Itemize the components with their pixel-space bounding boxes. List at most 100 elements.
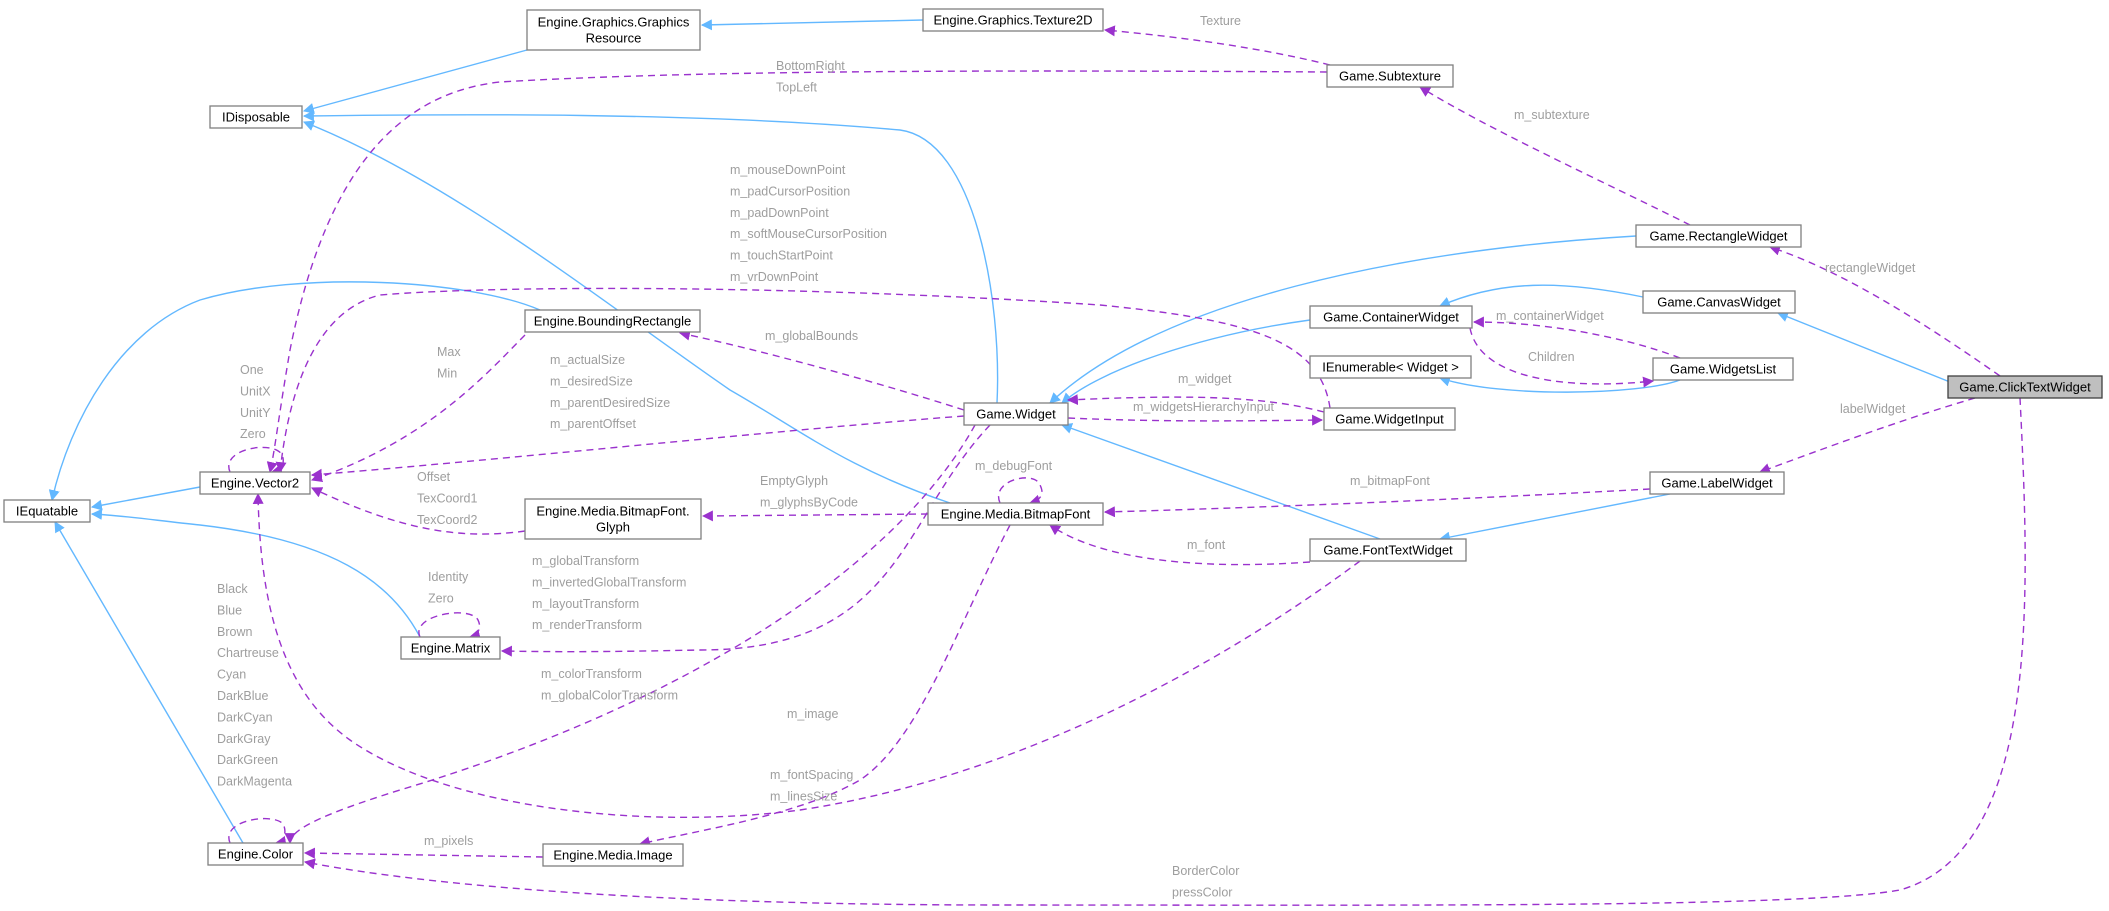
class-node-label: Game.Subtexture [1339,69,1441,84]
class-node-iequatable[interactable]: IEquatable [3,499,91,523]
class-node-color[interactable]: Engine.Color [207,842,304,866]
edge-click-text-widget-to-canvas-widget [1776,311,1951,383]
class-node-texture2d[interactable]: Engine.Graphics.Texture2D [922,8,1104,32]
class-node-idisposable[interactable]: IDisposable [209,105,303,129]
class-node-label: IDisposable [222,110,290,125]
edge-label-widget-to-bitmap-font [1103,488,1651,518]
edge-font-text-widget-to-widget [1060,423,1381,540]
class-node-matrix[interactable]: Engine.Matrix [400,636,501,660]
edge-bounding-rectangle-to-vector2 [310,334,526,483]
edge-texture2d-to-graphics-resource [700,19,924,31]
class-node-label: Game.CanvasWidget [1657,295,1781,310]
edge-widget-to-widget-input [1067,414,1324,426]
edge-subtexture-to-texture2d [1103,25,1331,66]
edge-label-m-widgets-hierarchy-input: m_widgetsHierarchyInput [1133,400,1275,414]
class-node-label: Game.FontTextWidget [1323,543,1453,558]
edge-glyph-to-vector2 [311,487,526,535]
edge-image-to-color [303,847,544,859]
class-node-widget[interactable]: Game.Widget [963,402,1069,426]
edge-label-m-image: m_image [787,707,838,721]
class-node-rectangle-widget[interactable]: Game.RectangleWidget [1635,224,1802,248]
class-node-font-text-widget[interactable]: Game.FontTextWidget [1309,538,1467,562]
class-node-bounding-rectangle[interactable]: Engine.BoundingRectangle [524,309,701,333]
edge-bitmap-font-to-glyph [701,510,929,522]
edge-label-m-debug-font: m_debugFont [975,459,1053,473]
edge-widget-to-color [284,424,976,845]
edge-label-m-subtexture: m_subtexture [1514,108,1590,122]
edge-widget-to-vector2 [310,415,965,480]
class-node-subtexture[interactable]: Game.Subtexture [1326,64,1454,88]
edge-widgets-list-to-ienumerable [1438,375,1681,393]
class-node-glyph[interactable]: Engine.Media.BitmapFont.Glyph [524,498,702,540]
edge-label-children: Children [1528,350,1575,364]
edge-canvas-widget-to-container-widget [1438,284,1644,308]
class-node-ienumerable[interactable]: IEnumerable< Widget > [1309,355,1472,379]
edge-label-widget-to-font-text-widget [1438,493,1671,543]
edge-widget-to-bounding-rectangle [678,329,965,411]
edge-container-widget-to-widgets-list [1469,327,1655,388]
edge-bitmap-font-to-bitmap-font [997,477,1043,506]
class-node-label: Engine.Matrix [411,641,491,656]
class-node-label: Game.RectangleWidget [1649,229,1787,244]
class-node-label: Engine.Graphics.Texture2D [934,13,1093,28]
class-node-container-widget[interactable]: Game.ContainerWidget [1309,305,1473,329]
class-node-label: Engine.Media.BitmapFont.Glyph [536,504,689,535]
edge-graphics-resource-to-idisposable [302,49,528,114]
edge-label-m-bitmap-font: m_bitmapFont [1350,474,1430,488]
class-node-widget-input[interactable]: Game.WidgetInput [1323,407,1456,431]
edge-matrix-to-matrix [418,612,481,640]
edge-label-texture: Texture [1200,14,1241,28]
edge-rectangle-widget-to-subtexture [1419,86,1691,226]
edge-rectangle-widget-to-widget [1049,235,1637,404]
edge-click-text-widget-to-rectangle-widget [1768,244,2001,377]
edge-vector2-to-vector2 [228,446,284,475]
edge-widgets-list-to-container-widget [1472,316,1681,359]
edge-subtexture-to-vector2 [266,70,1328,474]
edge-label-m-container-widget: m_containerWidget [1496,309,1604,323]
edge-label-m-font: m_font [1187,538,1226,552]
edge-color-to-color [228,817,287,847]
class-node-label: Game.ClickTextWidget [1959,380,2091,395]
class-node-bitmap-font[interactable]: Engine.Media.BitmapFont [927,502,1104,526]
class-node-label: Game.Widget [976,407,1056,422]
edge-matrix-to-iequatable [90,508,421,638]
edge-bitmap-font-to-image [638,524,1011,848]
class-node-widgets-list[interactable]: Game.WidgetsList [1652,357,1794,381]
class-node-vector2[interactable]: Engine.Vector2 [199,471,311,495]
class-node-image[interactable]: Engine.Media.Image [542,843,684,867]
edge-color-to-iequatable [54,521,244,844]
edge-font-text-widget-to-bitmap-font [1049,524,1311,566]
edge-widget-to-idisposable [302,110,999,404]
edge-label-label-widget: labelWidget [1840,402,1906,416]
class-node-canvas-widget[interactable]: Game.CanvasWidget [1642,290,1796,314]
edge-click-text-widget-to-label-widget [1758,397,1976,474]
edge-label-m-widget: m_widget [1178,372,1232,386]
edge-bitmap-font-to-idisposable [302,120,951,504]
class-node-label: Game.WidgetsList [1670,362,1777,377]
edge-widget-input-to-widget [1066,394,1325,413]
edge-label-rectangle-widget: rectangleWidget [1825,261,1916,275]
class-node-label: Engine.Vector2 [211,476,299,491]
class-node-click-text-widget[interactable]: Game.ClickTextWidget [1947,375,2103,399]
edge-label-m-global-bounds: m_globalBounds [765,329,858,343]
class-node-label: Game.LabelWidget [1661,476,1773,491]
class-node-label: Game.WidgetInput [1335,412,1444,427]
class-node-label: Engine.Media.BitmapFont [941,507,1091,522]
edge-font-text-widget-to-vector2 [252,492,1361,819]
class-node-label: Engine.Media.Image [553,848,672,863]
class-node-label-widget[interactable]: Game.LabelWidget [1649,471,1785,495]
edge-label-m-pixels: m_pixels [424,834,473,848]
